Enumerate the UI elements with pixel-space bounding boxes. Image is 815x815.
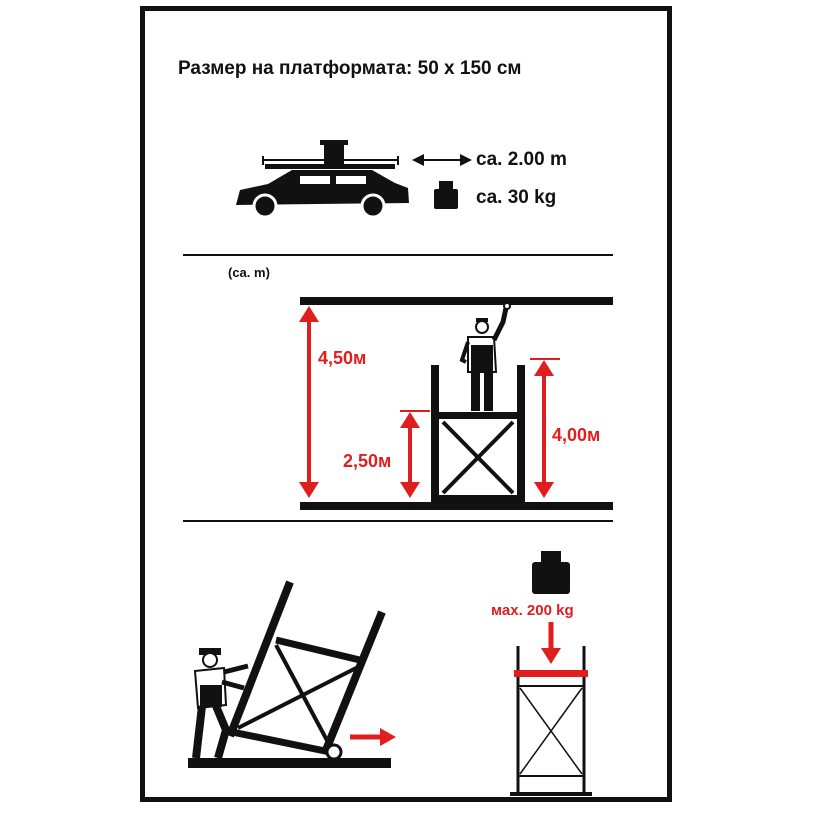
poster-frame <box>140 6 672 802</box>
tilted-scaffold-icon <box>226 580 386 761</box>
floor-bar <box>300 502 613 510</box>
push-direction-arrow-icon <box>350 728 396 746</box>
weight-icon <box>434 181 458 209</box>
narrow-scaffold-icon <box>510 646 592 796</box>
pushing-worker-icon <box>192 648 249 760</box>
unit-note: (ca. m) <box>228 265 270 280</box>
platform-height-arrow-icon <box>400 410 430 498</box>
worker-icon <box>459 302 511 411</box>
ceiling-bar <box>300 297 613 305</box>
reach-height-arrow-icon <box>530 358 560 498</box>
ground-bar <box>188 758 391 768</box>
load-arrow-icon <box>541 622 561 664</box>
weight-label: ca. 30 kg <box>476 187 557 208</box>
length-label: ca. 2.00 m <box>476 149 567 170</box>
ceiling-height-arrow-icon <box>299 306 319 498</box>
load-weight-icon <box>532 551 570 594</box>
length-arrow-icon <box>412 154 472 166</box>
page-title: Размер на платформата: 50 x 150 см <box>178 58 522 79</box>
car-icon <box>236 140 409 219</box>
scaffold-icon <box>431 365 525 502</box>
platform-height-label: 2,50м <box>343 451 392 471</box>
reach-height-label: 4,00м <box>552 425 601 445</box>
max-load-label: мах. 200 kg <box>491 602 574 619</box>
ceiling-height-label: 4,50м <box>318 348 367 368</box>
